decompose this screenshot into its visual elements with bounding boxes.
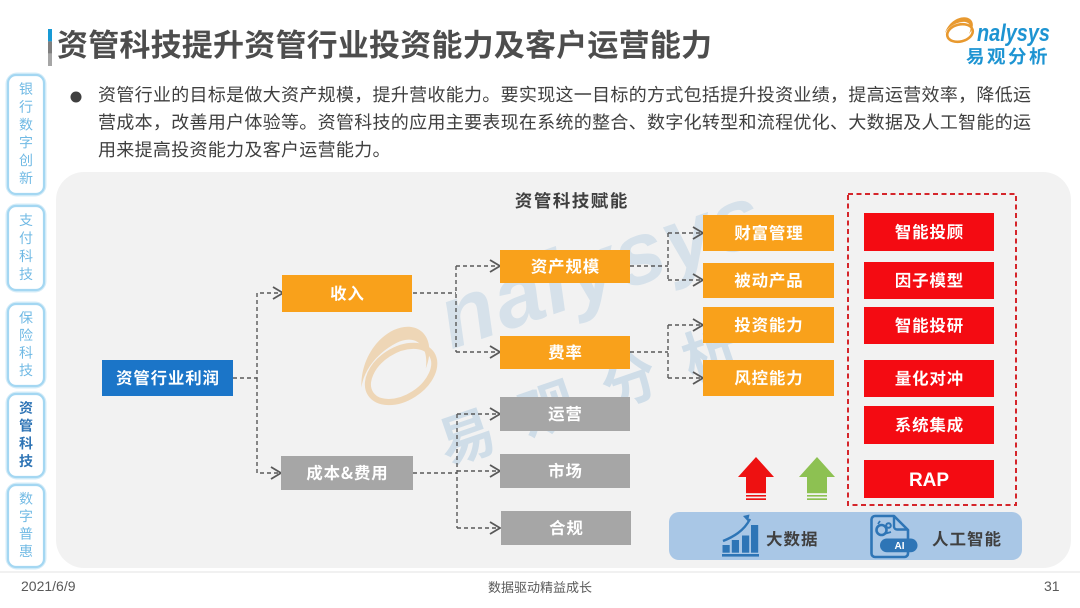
svg-text:31: 31 — [1044, 578, 1060, 594]
svg-text:nalysys: nalysys — [977, 20, 1050, 47]
svg-text:2021/6/9: 2021/6/9 — [21, 578, 76, 594]
svg-text:AI: AI — [895, 541, 905, 552]
svg-text:RAP: RAP — [909, 470, 949, 491]
